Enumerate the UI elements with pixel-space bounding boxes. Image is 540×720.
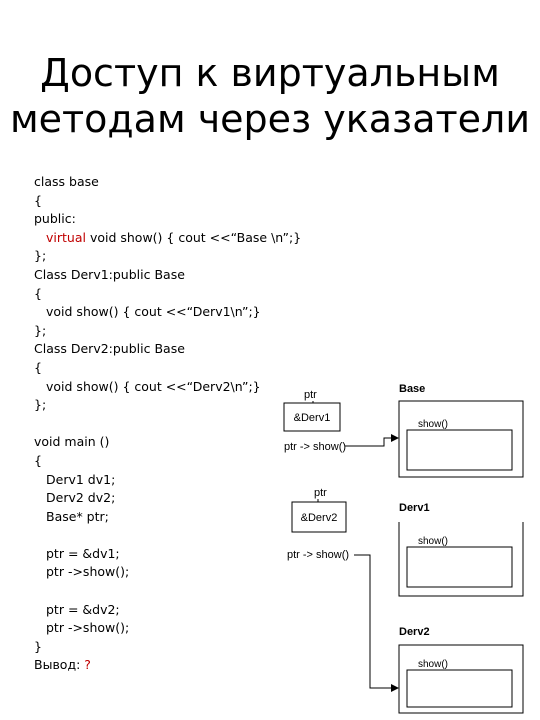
ptr2-box-text: &Derv2 [301, 512, 338, 524]
derv2-label: Derv2 [399, 626, 430, 638]
ptr2-box [291, 501, 347, 533]
base-show-box [406, 429, 513, 471]
code-line: Class Derv1:public Base [34, 266, 185, 282]
code-line: { [34, 359, 42, 375]
code-line-text: ptr = &dv1; [46, 545, 120, 561]
code-line-text: ptr = &dv2; [46, 601, 120, 617]
code-line: Derv1 dv1; [34, 471, 334, 490]
ptr1-label: ptr [304, 389, 317, 401]
code-line-rest: void show() { cout <<“Base \n”;} [85, 229, 302, 245]
ptr2-call: ptr -> show() [287, 549, 349, 561]
derv2-show-box [406, 669, 513, 708]
code-line: { [34, 452, 42, 468]
code-line: Class Derv2:public Base [34, 341, 185, 357]
output-label: Вывод: [34, 657, 85, 673]
code-line: void show() { cout <<“Derv1\n”;} [34, 303, 334, 322]
code-line-text: ptr ->show(); [46, 564, 130, 580]
code-line: } [34, 638, 42, 654]
code-line: }; [34, 248, 47, 264]
code-listing: class base { public: virtual void show() { … [34, 173, 334, 675]
code-line: }; [34, 397, 47, 413]
code-line: ptr = &dv1; [34, 545, 334, 564]
code-line: virtual void show() { cout <<“Base \n”;} [34, 229, 334, 248]
ptr1-call: ptr -> show() [284, 441, 346, 453]
ptr1-box [283, 402, 341, 432]
code-line: class base [34, 174, 99, 189]
code-line: ptr ->show(); [34, 563, 334, 582]
base-label: Base [399, 383, 425, 395]
derv1-show-box [406, 546, 513, 588]
title-line-2: методам через указатели [9, 97, 531, 141]
ptr2-label: ptr [314, 487, 327, 499]
output-line: Вывод: ? [34, 656, 334, 675]
code-line: void show() { cout <<“Derv2\n”;} [34, 378, 334, 397]
code-line-text: Derv2 dv2; [46, 490, 116, 506]
code-line: Derv2 dv2; [34, 489, 334, 508]
code-line: ptr = &dv2; [34, 601, 334, 620]
virtual-keyword: virtual [46, 229, 86, 245]
code-line: ptr ->show(); [34, 619, 334, 638]
code-line-text: Base* ptr; [46, 508, 109, 524]
derv1-show-label: show() [418, 536, 448, 547]
derv1-object [398, 522, 524, 597]
derv1-label: Derv1 [399, 502, 430, 514]
slide-title: Доступ к виртуальным методам через указа… [0, 50, 540, 142]
code-line-text: void show() { cout <<“Derv2\n”;} [46, 378, 261, 394]
code-line-text: ptr ->show(); [46, 620, 130, 636]
ptr1-box-text: &Derv1 [294, 412, 331, 424]
code-line: Base* ptr; [34, 508, 334, 527]
code-line: public: [34, 211, 76, 227]
code-line-text: Derv1 dv1; [46, 471, 116, 487]
code-line: { [34, 285, 42, 301]
code-line: { [34, 192, 42, 208]
title-line-1: Доступ к виртуальным [40, 51, 500, 95]
output-value: ? [84, 657, 91, 673]
code-line: }; [34, 322, 47, 338]
ptr2-call-arrow [354, 554, 399, 692]
ptr1-call-arrow [345, 434, 399, 447]
code-line: void main () [34, 434, 110, 450]
derv2-show-label: show() [418, 659, 448, 670]
code-line-text: void show() { cout <<“Derv1\n”;} [46, 304, 261, 320]
base-show-label: show() [418, 419, 448, 430]
